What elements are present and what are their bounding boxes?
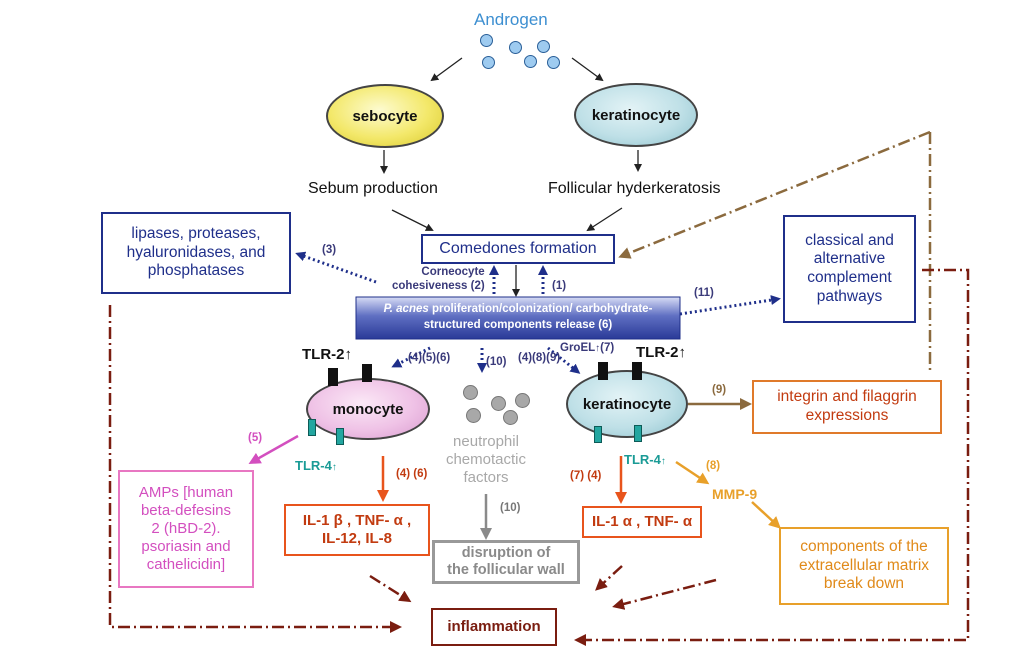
tlr2-receptor-icon [598, 362, 608, 380]
neutrophil-particle [515, 393, 530, 408]
keratinocyte-cell-top: keratinocyte [574, 83, 698, 147]
p-acnes-text: proliferation/colonization/ carbohydrate… [423, 303, 653, 331]
amps-box: AMPs [human beta-defesins 2 (hBD-2). pso… [118, 470, 254, 588]
tlr2-text: TLR-2 [636, 344, 679, 361]
up-arrow-icon: ↑ [678, 344, 687, 361]
up-arrow-icon: ↑ [344, 346, 353, 363]
groel-text: GroEL [560, 342, 596, 354]
monocyte-cell: monocyte [306, 378, 430, 440]
tlr2-keratinocyte-label: TLR-2↑ [636, 344, 686, 361]
tlr4-receptor-icon [594, 426, 602, 443]
label-4-5-6: (4)(5)(6) [408, 352, 451, 364]
label-7-4: (7) (4) [570, 470, 602, 482]
cytokines-monocyte-box: IL-1 β , TNF- α , IL-12, IL-8 [284, 504, 430, 556]
label-5: (5) [248, 432, 263, 444]
label-9: (9) [712, 384, 727, 396]
label-10-bottom: (10) [500, 502, 521, 514]
sebum-production-label: Sebum production [308, 180, 438, 197]
tlr4-receptor-icon [336, 428, 344, 445]
label-3: (3) [322, 244, 337, 256]
neutrophil-particle [466, 408, 481, 423]
tlr2-receptor-icon [328, 368, 338, 386]
tlr2-receptor-icon [362, 364, 372, 382]
neutrophil-chemotactic-label: neutrophil chemotactic factors [445, 433, 527, 486]
label-1: (1) [552, 280, 567, 292]
androgen-label: Androgen [474, 10, 548, 29]
label-4-8-9: (4)(8)(9) [518, 352, 561, 364]
mmp9-label: MMP-9 [712, 486, 758, 502]
sebocyte-label: sebocyte [352, 107, 418, 125]
androgen-molecule [482, 56, 495, 69]
androgen-molecule [547, 56, 560, 69]
tlr4-receptor-icon [634, 425, 642, 442]
tlr4-receptor-icon [308, 419, 316, 436]
label-7: (7) [600, 342, 615, 354]
inflammation-box: inflammation [431, 608, 557, 646]
tlr4-text: TLR-4 [624, 452, 661, 467]
tlr2-monocyte-label: TLR-2↑ [302, 346, 352, 363]
groel-label: GroEL↑(7) [560, 342, 614, 354]
tlr2-text: TLR-2 [302, 346, 345, 363]
neutrophil-particle [491, 396, 506, 411]
label-8: (8) [706, 460, 721, 472]
androgen-molecule [480, 34, 493, 47]
complement-pathways-box: classical and alternative complement pat… [783, 215, 916, 323]
keratinocyte-label: keratinocyte [591, 106, 681, 124]
monocyte-label: monocyte [332, 400, 404, 418]
sebocyte-cell: sebocyte [326, 84, 444, 148]
neutrophil-particle [463, 385, 478, 400]
tlr4-keratinocyte-label: TLR-4↑ [624, 452, 666, 467]
cytokines-keratinocyte-box: IL-1 α , TNF- α [582, 506, 702, 538]
androgen-molecule [537, 40, 550, 53]
androgen-molecule [509, 41, 522, 54]
integrin-filaggrin-box: integrin and filaggrin expressions [752, 380, 942, 434]
comedones-formation-box: Comedones formation [421, 234, 615, 264]
androgen-molecule [524, 55, 537, 68]
lipases-box: lipases, proteases, hyaluronidases, and … [101, 212, 291, 294]
follicular-wall-disruption-box: disruption of the follicular wall [432, 540, 580, 584]
label-4-6: (4) (6) [396, 468, 428, 480]
corneocyte-cohesiveness-label: Corneocyte cohesiveness (2) [392, 266, 485, 293]
tlr4-monocyte-label: TLR-4↑ [295, 458, 337, 473]
keratinocyte-cell-mid: keratinocyte [566, 370, 688, 438]
label-10-top: (10) [486, 356, 507, 368]
tlr2-receptor-icon [632, 362, 642, 380]
up-arrow-icon: ↑ [595, 343, 601, 354]
tlr4-text: TLR-4 [295, 458, 332, 473]
label-11: (11) [694, 287, 714, 299]
up-arrow-icon: ↑ [331, 462, 337, 473]
p-acnes-proliferation-bar: P. acnes proliferation/colonization/ car… [356, 297, 680, 339]
extracellular-matrix-box: components of the extracellular matrix b… [779, 527, 949, 605]
up-arrow-icon: ↑ [660, 456, 666, 467]
keratinocyte-mid-label: keratinocyte [582, 395, 672, 413]
follicular-hyperkeratosis-label: Follicular hyderkeratosis [548, 180, 721, 197]
p-acnes-italic: P. acnes [383, 303, 429, 316]
neutrophil-particle [503, 410, 518, 425]
